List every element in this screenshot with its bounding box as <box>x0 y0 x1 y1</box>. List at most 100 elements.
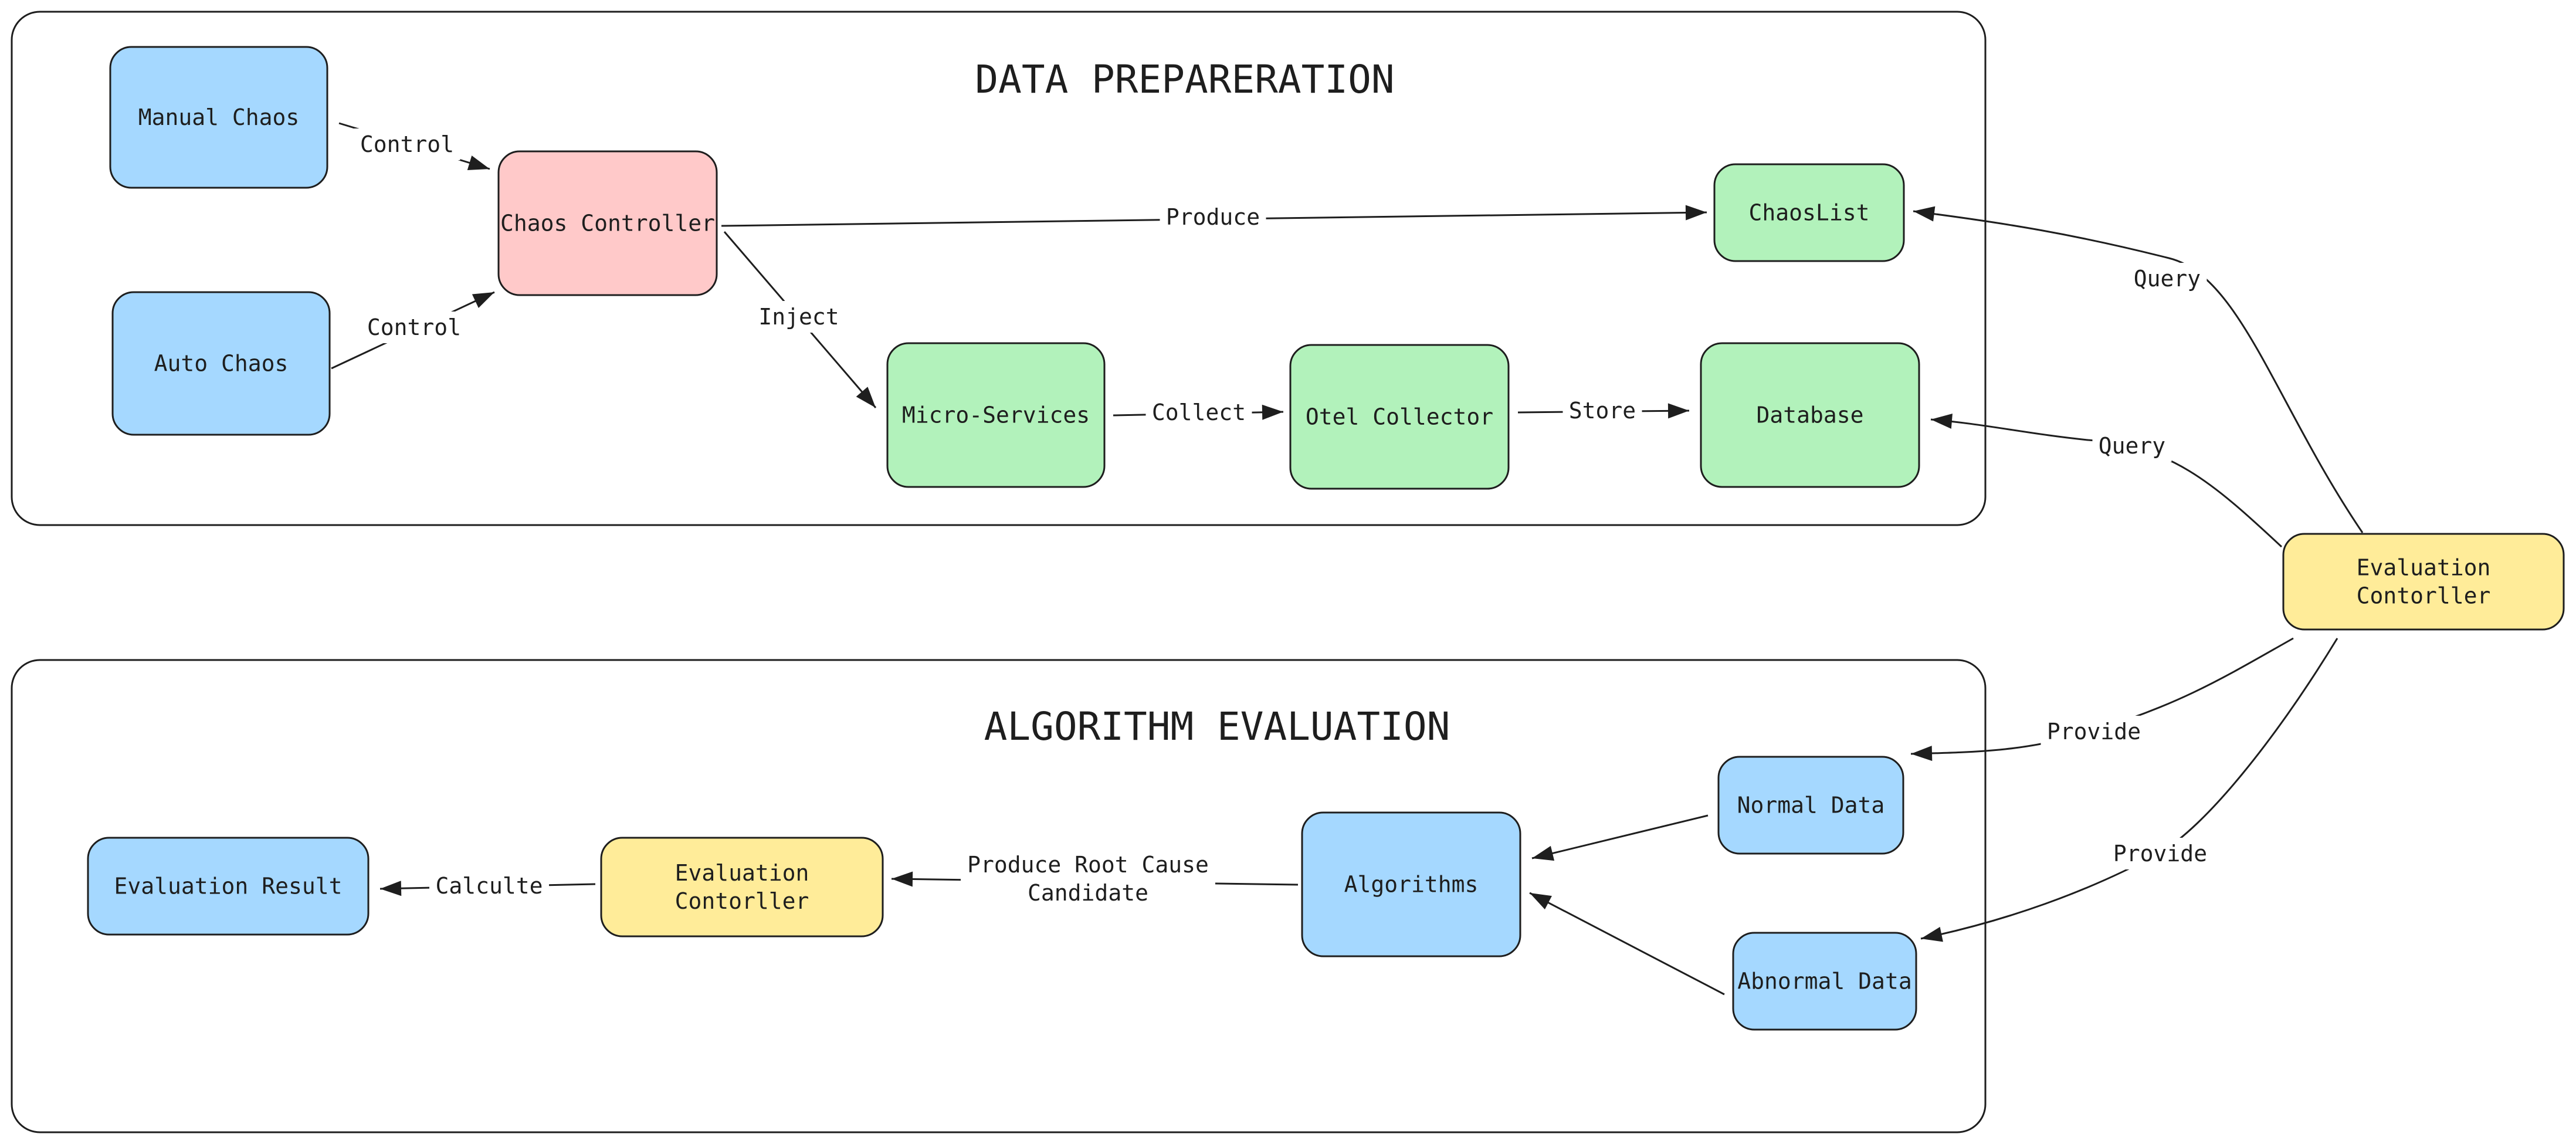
connector-line <box>1531 814 1709 859</box>
connector-line <box>1529 892 1725 996</box>
edge-label-background <box>2127 263 2207 295</box>
edge-label-background <box>361 312 467 343</box>
edge-normal-to-algorithms <box>1531 814 1709 861</box>
edge-label-text: Store <box>1569 398 1636 424</box>
node-label: Chaos Controller <box>500 211 715 236</box>
edge-label-eval-to-abnormal: Provide <box>2107 838 2214 869</box>
edge-label-manual-to-controller: Control <box>354 128 460 160</box>
node-label: Contorller <box>2357 583 2491 609</box>
edge-label-background <box>1160 201 1266 233</box>
edge-label-text: Produce Root Cause <box>967 852 1209 878</box>
arrowhead-icon <box>380 881 402 896</box>
arrowhead-icon <box>1911 746 1933 761</box>
group-data-preparation: DATA PREPARERATION <box>11 11 1987 526</box>
node-label: Evaluation <box>675 860 809 886</box>
edge-label-background <box>2041 716 2147 747</box>
group-algorithm-evaluation-title: ALGORITHM EVALUATION <box>984 704 1450 749</box>
group-data-preparation-title: DATA PREPARERATION <box>975 57 1394 102</box>
node-box <box>1717 756 1904 855</box>
node-chaos-controller[interactable]: Chaos Controller <box>497 150 718 296</box>
node-box <box>1732 932 1917 1031</box>
node-label: Abnormal Data <box>1737 969 1911 994</box>
node-box <box>1289 344 1510 490</box>
node-normal-data[interactable]: Normal Data <box>1717 756 1904 855</box>
edge-label-text: Provide <box>2113 841 2207 867</box>
node-box <box>1301 811 1521 957</box>
node-otel-collector[interactable]: Otel Collector <box>1289 344 1510 490</box>
arrowhead-icon <box>1913 206 1936 222</box>
arrowhead-icon <box>1921 926 1943 942</box>
edge-label-background <box>429 870 549 902</box>
node-box <box>600 837 884 937</box>
group-data-preparation-frame <box>11 11 1987 526</box>
arrowhead-icon <box>1931 414 1953 429</box>
node-database[interactable]: Database <box>1700 342 1920 488</box>
connector-line <box>1920 638 2338 940</box>
edge-label-otel-to-database: Store <box>1562 395 1642 427</box>
node-algorithms[interactable]: Algorithms <box>1301 811 1521 957</box>
edge-label-services-to-otel: Collect <box>1145 397 1252 428</box>
edge-label-text: Candidate <box>1028 880 1148 906</box>
edge-label-eval-to-normal: Provide <box>2041 716 2147 747</box>
arrowhead-icon <box>892 871 913 887</box>
node-evaluation-result[interactable]: Evaluation Result <box>87 837 370 936</box>
node-manual-chaos[interactable]: Manual Chaos <box>109 46 328 189</box>
edge-label-controller-to-services: Inject <box>753 301 845 333</box>
node-box <box>111 291 331 436</box>
edge-label-background <box>2107 838 2214 869</box>
node-box <box>886 342 1106 488</box>
node-label: Contorller <box>675 888 809 914</box>
edge-label-text: Produce <box>1166 204 1260 230</box>
arrowhead-icon <box>1685 205 1707 221</box>
arrowhead-icon <box>856 387 876 408</box>
group-algorithm-evaluation-frame <box>11 659 1987 1133</box>
node-box <box>497 150 718 296</box>
group-algorithm-evaluation: ALGORITHM EVALUATION <box>11 659 1987 1133</box>
node-box <box>109 46 328 189</box>
edge-label-text: Collect <box>1152 400 1246 425</box>
arrowhead-icon <box>467 155 490 170</box>
arrowhead-icon <box>1532 845 1555 861</box>
node-label: Otel Collector <box>1306 404 1493 430</box>
edge-abnormal-to-algorithms <box>1529 892 1725 996</box>
node-abnormal-data[interactable]: Abnormal Data <box>1732 932 1917 1031</box>
node-label: Auto Chaos <box>154 351 289 377</box>
edge-label-eval-to-chaoslist: Query <box>2127 263 2207 295</box>
edge-label-text: Calculte <box>435 873 543 899</box>
edge-label-auto-to-controller: Control <box>361 312 467 343</box>
node-box <box>87 837 370 936</box>
node-label: Evaluation <box>2357 555 2491 581</box>
node-auto-chaos[interactable]: Auto Chaos <box>111 291 331 436</box>
node-label: Micro-Services <box>902 402 1090 428</box>
edge-label-text: Control <box>360 131 454 157</box>
node-box <box>2282 533 2565 631</box>
edge-label-background <box>753 301 845 333</box>
edge-label-eval-to-result: Calculte <box>429 870 549 902</box>
node-label: Database <box>1756 402 1863 428</box>
node-label: Algorithms <box>1344 872 1479 898</box>
node-label: ChaosList <box>1749 200 1870 226</box>
arrowhead-icon <box>1530 893 1552 910</box>
node-label: Normal Data <box>1737 793 1885 818</box>
edge-label-text: Inject <box>758 304 839 330</box>
arrowhead-icon <box>1667 403 1689 419</box>
edge-label-text: Control <box>367 314 461 340</box>
edge-label-controller-to-chaoslist: Produce <box>1160 201 1266 233</box>
node-label: Manual Chaos <box>138 104 300 130</box>
node-chaoslist[interactable]: ChaosList <box>1713 163 1905 262</box>
edge-label-background <box>354 128 460 160</box>
edge-label-background <box>2092 430 2172 462</box>
arrowhead-icon <box>472 292 494 309</box>
edge-eval-to-chaoslist <box>1913 206 2364 533</box>
connector-line <box>1913 210 2364 533</box>
node-box <box>1700 342 1920 488</box>
edge-label-text: Query <box>2134 266 2201 292</box>
node-micro-services[interactable]: Micro-Services <box>886 342 1106 488</box>
node-box <box>1713 163 1905 262</box>
arrowhead-icon <box>1262 404 1283 420</box>
